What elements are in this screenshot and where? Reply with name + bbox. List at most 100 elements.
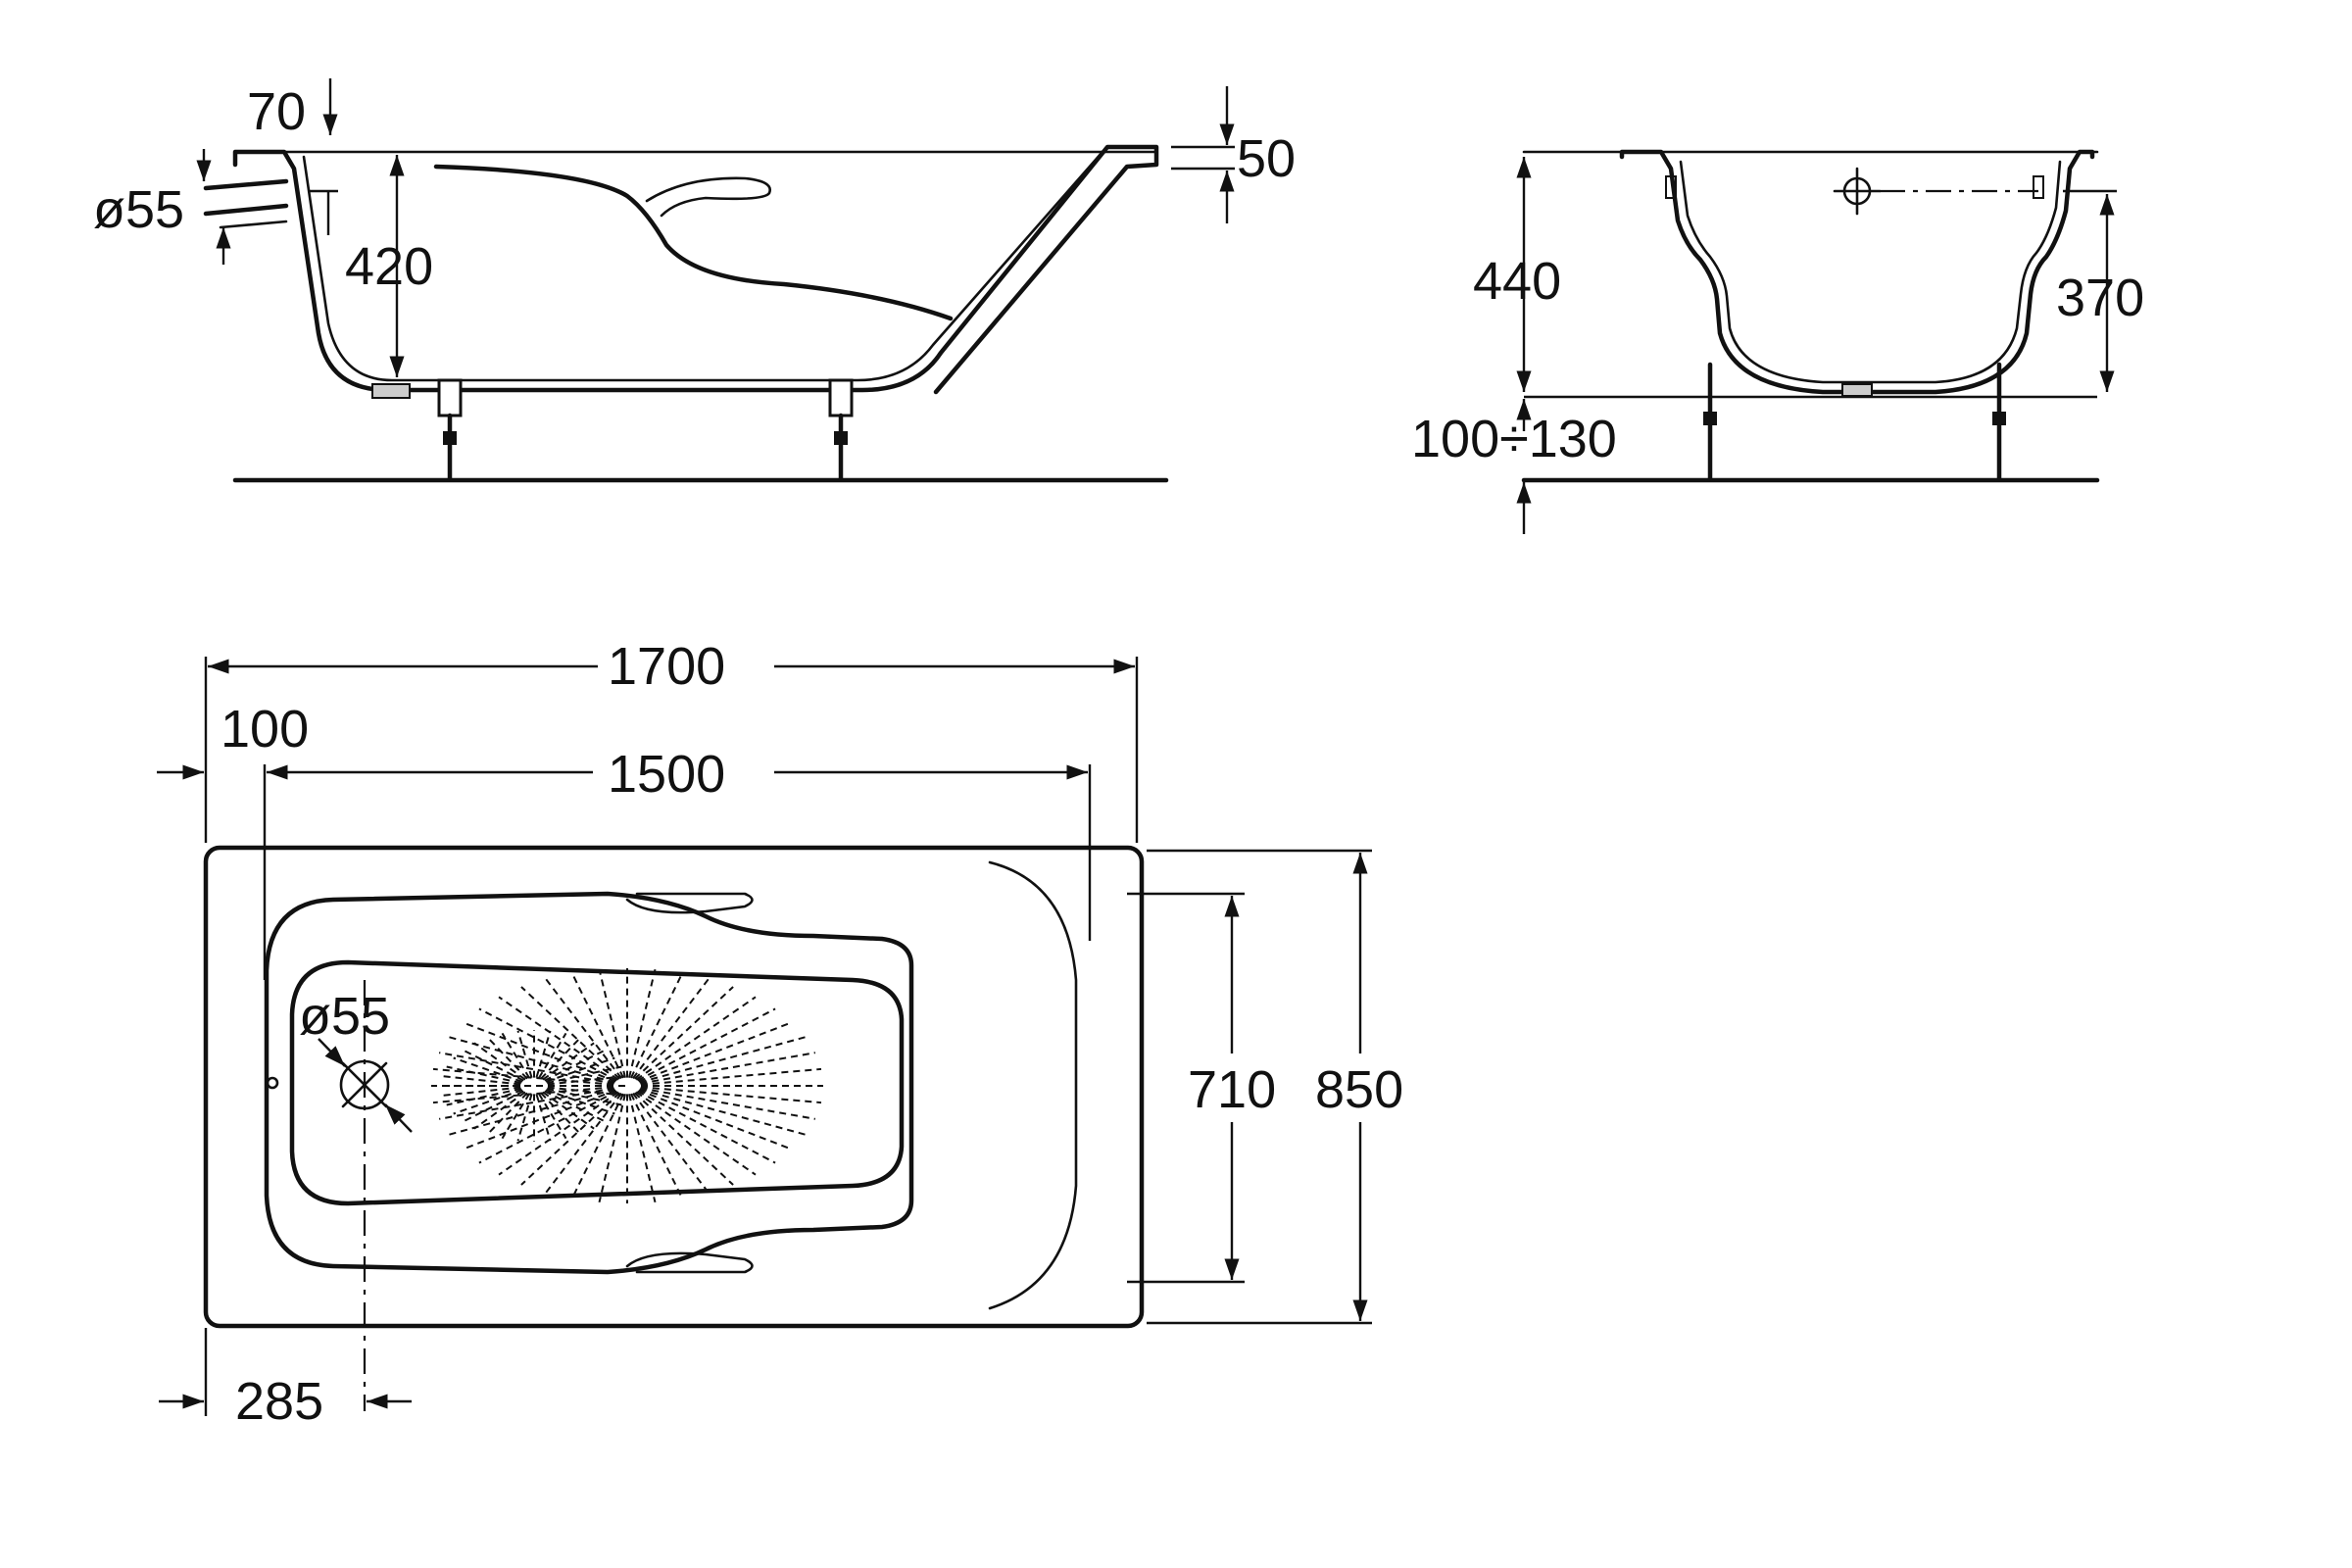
side-tub-outline <box>232 144 1159 395</box>
antislip-ray <box>637 1007 776 1082</box>
plan-overflow-hole <box>266 1076 279 1090</box>
antislip-ray <box>478 1007 617 1082</box>
side-drain <box>371 383 411 399</box>
plan-handle-top <box>625 892 754 914</box>
end-leg-left <box>1703 362 1717 481</box>
antislip-ray <box>537 1032 567 1079</box>
antislip-ray <box>478 1090 617 1164</box>
antislip-ray <box>542 1091 595 1130</box>
plan-view: 1700 1500 100 ø55 710 850 285 <box>157 637 1403 1431</box>
overflow-diameter-label: ø55 <box>93 180 184 239</box>
antislip-ray <box>542 1042 595 1081</box>
antislip-ray <box>640 1086 822 1104</box>
antislip-ray <box>570 972 624 1079</box>
antislip-ray <box>633 1092 734 1186</box>
antislip-ray <box>540 1092 582 1136</box>
antislip-ray <box>598 1094 626 1203</box>
side-inner-shell <box>302 150 1104 382</box>
antislip-ray <box>446 1087 522 1106</box>
antislip-ray <box>638 1089 793 1151</box>
antislip-ray <box>520 986 621 1080</box>
side-overflow-pipe <box>203 178 289 229</box>
antislip-ray <box>630 1093 684 1200</box>
end-inner-shell <box>1679 160 2062 384</box>
antislip-ray <box>438 1087 614 1120</box>
antislip-ray <box>632 978 710 1080</box>
antislip-ray <box>639 1088 807 1136</box>
antislip-ray <box>446 1065 522 1085</box>
antislip-ray <box>637 1090 776 1164</box>
antislip-ray <box>628 968 657 1078</box>
plan-outer-rim <box>203 845 1145 1329</box>
end-view: 440 370 100÷130 <box>1411 149 2144 534</box>
antislip-ray <box>486 1092 528 1136</box>
side-handle-curve <box>645 176 771 218</box>
antislip-ray <box>545 1092 622 1194</box>
antislip-ray <box>432 1067 614 1086</box>
antislip-ray <box>639 1036 807 1084</box>
tub-depth-label: 420 <box>345 237 433 296</box>
antislip-ray <box>540 1036 582 1080</box>
antislip-ray <box>442 1075 521 1086</box>
antislip-ray <box>640 1087 816 1120</box>
antislip-ray <box>598 968 626 1078</box>
side-backrest-curve <box>433 164 954 321</box>
end-overflow-symbol <box>1833 167 2038 216</box>
antislip-ray <box>442 1086 521 1097</box>
inner-width-label: 710 <box>1188 1060 1276 1119</box>
antislip-ray <box>438 1052 614 1085</box>
antislip-ray <box>537 1093 567 1140</box>
overall-width-label: 850 <box>1315 1060 1403 1119</box>
antislip-ray <box>640 1067 822 1086</box>
antislip-ray <box>516 1030 533 1078</box>
antislip-ray <box>498 1091 619 1176</box>
antislip-ray <box>638 1021 793 1083</box>
antislip-ray <box>473 1042 526 1081</box>
plan-antislip-pattern <box>431 968 823 1203</box>
antislip-ray <box>545 978 622 1080</box>
side-leg-left <box>437 378 463 481</box>
end-offset-label: 100 <box>220 700 309 759</box>
side-view: 70 420 ø55 50 <box>93 78 1296 483</box>
plan-handle-bottom <box>625 1251 754 1274</box>
antislip-ray <box>520 1092 621 1186</box>
antislip-ray <box>448 1036 615 1084</box>
overall-length-label: 1700 <box>608 637 725 696</box>
antislip-ray <box>545 1056 615 1083</box>
antislip-ray <box>635 1091 757 1176</box>
antislip-ray <box>632 1092 710 1194</box>
rim-height-label: 50 <box>1237 129 1296 188</box>
antislip-ray <box>570 1093 624 1200</box>
antislip-ray <box>498 996 619 1081</box>
inner-depth-label: 370 <box>2056 269 2144 327</box>
antislip-ray <box>628 1094 657 1203</box>
antislip-ray <box>640 1052 816 1085</box>
plan-basin-floor <box>289 959 905 1206</box>
antislip-ray <box>501 1093 531 1140</box>
antislip-ray <box>630 972 684 1079</box>
end-leg-right <box>1992 362 2006 481</box>
inner-length-label: 1500 <box>608 745 725 804</box>
antislip-ray <box>432 1086 614 1104</box>
drain-offset-label: 285 <box>235 1372 323 1431</box>
antislip-ray <box>448 1088 615 1136</box>
end-tub-outline <box>1619 149 2095 395</box>
side-leg-right <box>828 378 854 481</box>
plan-headrest-curve <box>988 860 1078 1310</box>
antislip-ray <box>635 996 757 1081</box>
end-drain <box>1841 383 1873 397</box>
antislip-ray <box>453 1089 523 1115</box>
total-height-label: 440 <box>1473 252 1561 311</box>
antislip-ray <box>453 1056 523 1083</box>
antislip-ray <box>501 1032 531 1079</box>
plan-basin-outline <box>264 891 914 1275</box>
antislip-ray <box>473 1091 526 1130</box>
leg-adjustment-label: 100÷130 <box>1411 410 1617 468</box>
antislip-ray <box>633 986 734 1080</box>
antislip-ray <box>486 1036 528 1080</box>
antislip-ray <box>545 1089 615 1115</box>
antislip-ray <box>462 1021 616 1083</box>
antislip-ray <box>516 1094 533 1142</box>
drain-diameter-label: ø55 <box>299 987 390 1046</box>
